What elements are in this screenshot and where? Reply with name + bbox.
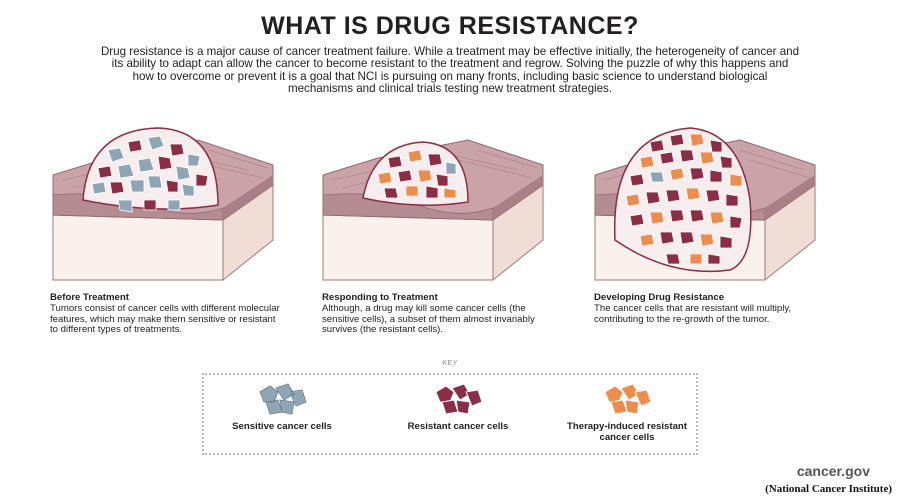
- caption-text: Tumors consist of cancer cells with diff…: [50, 302, 280, 336]
- caption-heading: Before Treatment: [50, 292, 129, 303]
- source-site: cancer.gov: [796, 463, 870, 479]
- key-label-therapy-induced: Therapy-induced resistant cancer cells: [567, 421, 687, 443]
- panel-developing-drug-resistance: [590, 120, 820, 285]
- caption-developing-drug-resistance: Developing Drug Resistance The cancer ce…: [594, 292, 824, 325]
- panel-before-treatment: [48, 120, 278, 285]
- page-title: WHAT IS DRUG RESISTANCE?: [261, 12, 639, 40]
- therapy-induced-cells-swatch: [604, 383, 652, 415]
- caption-heading: Developing Drug Resistance: [594, 292, 725, 303]
- key-item-sensitive: Sensitive cancer cells: [212, 382, 352, 433]
- resistant-cells-swatch: [435, 383, 483, 415]
- caption-text: Although, a drug may kill some cancer ce…: [322, 302, 535, 336]
- caption-responding-to-treatment: Responding to Treatment Although, a drug…: [322, 292, 552, 336]
- key-box: [202, 373, 698, 455]
- key-item-resistant: Resistant cancer cells: [388, 382, 528, 433]
- caption-heading: Responding to Treatment: [322, 292, 438, 303]
- caption-text: The cancer cells that are resistant will…: [594, 302, 792, 325]
- key-label-sensitive: Sensitive cancer cells: [232, 421, 332, 432]
- key-label-resistant: Resistant cancer cells: [407, 421, 509, 432]
- panel-responding-to-treatment: [318, 120, 548, 285]
- source-org: (National Cancer Institute): [765, 483, 892, 495]
- tumor-illustration-before: [52, 127, 274, 282]
- tumor-illustration-responding: [322, 139, 544, 282]
- key-item-therapy-induced: Therapy-induced resistant cancer cells: [562, 382, 692, 443]
- caption-before-treatment: Before Treatment Tumors consist of cance…: [50, 292, 280, 336]
- intro-paragraph: Drug resistance is a major cause of canc…: [100, 45, 800, 95]
- sensitive-cells-swatch: [259, 383, 307, 415]
- key-title: KEY: [436, 360, 464, 367]
- tumor-illustration-resistance: [594, 127, 816, 282]
